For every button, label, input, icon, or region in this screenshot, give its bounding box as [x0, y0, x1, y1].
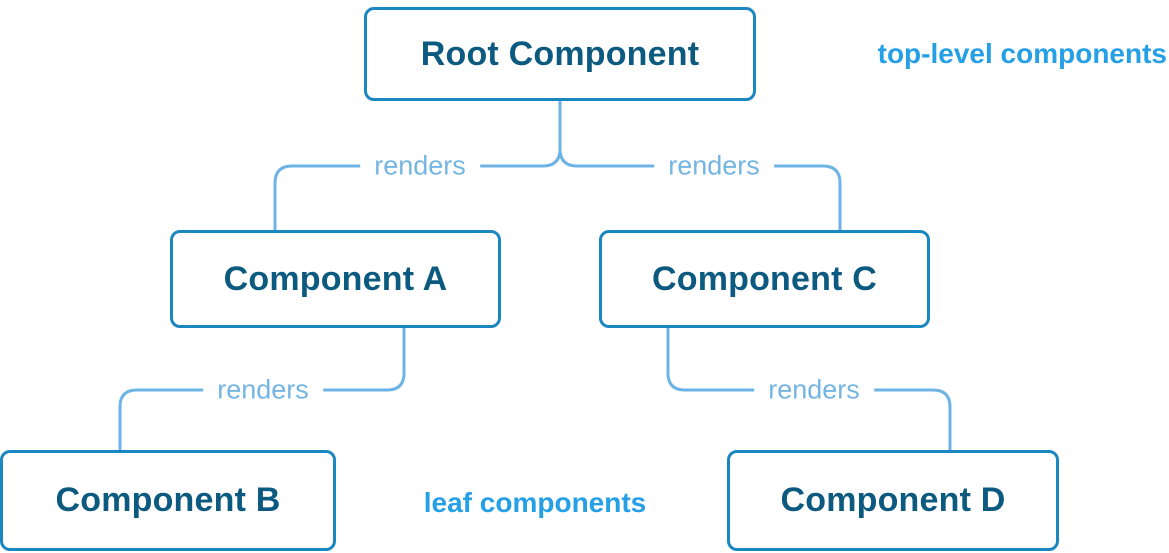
node-component-b-label: Component B	[55, 481, 281, 519]
edge-label-root-c: renders	[654, 150, 774, 182]
edge-label-a-b: renders	[203, 374, 323, 406]
edge-label-c-d: renders	[754, 374, 874, 406]
node-component-d-label: Component D	[780, 481, 1006, 519]
node-component-a-label: Component A	[223, 259, 448, 298]
node-root-component: Root Component	[364, 7, 756, 101]
node-component-c-label: Component C	[651, 259, 878, 298]
node-root-component-label: Root Component	[420, 34, 700, 73]
node-component-a: Component A	[170, 230, 501, 328]
node-component-c: Component C	[599, 230, 930, 328]
node-component-d: Component D	[727, 450, 1059, 551]
annotation-top-level-components: top-level components	[877, 38, 1167, 69]
node-component-b: Component B	[0, 450, 336, 551]
edge-label-root-a: renders	[360, 150, 480, 182]
annotation-leaf-components: leaf components	[423, 487, 647, 518]
